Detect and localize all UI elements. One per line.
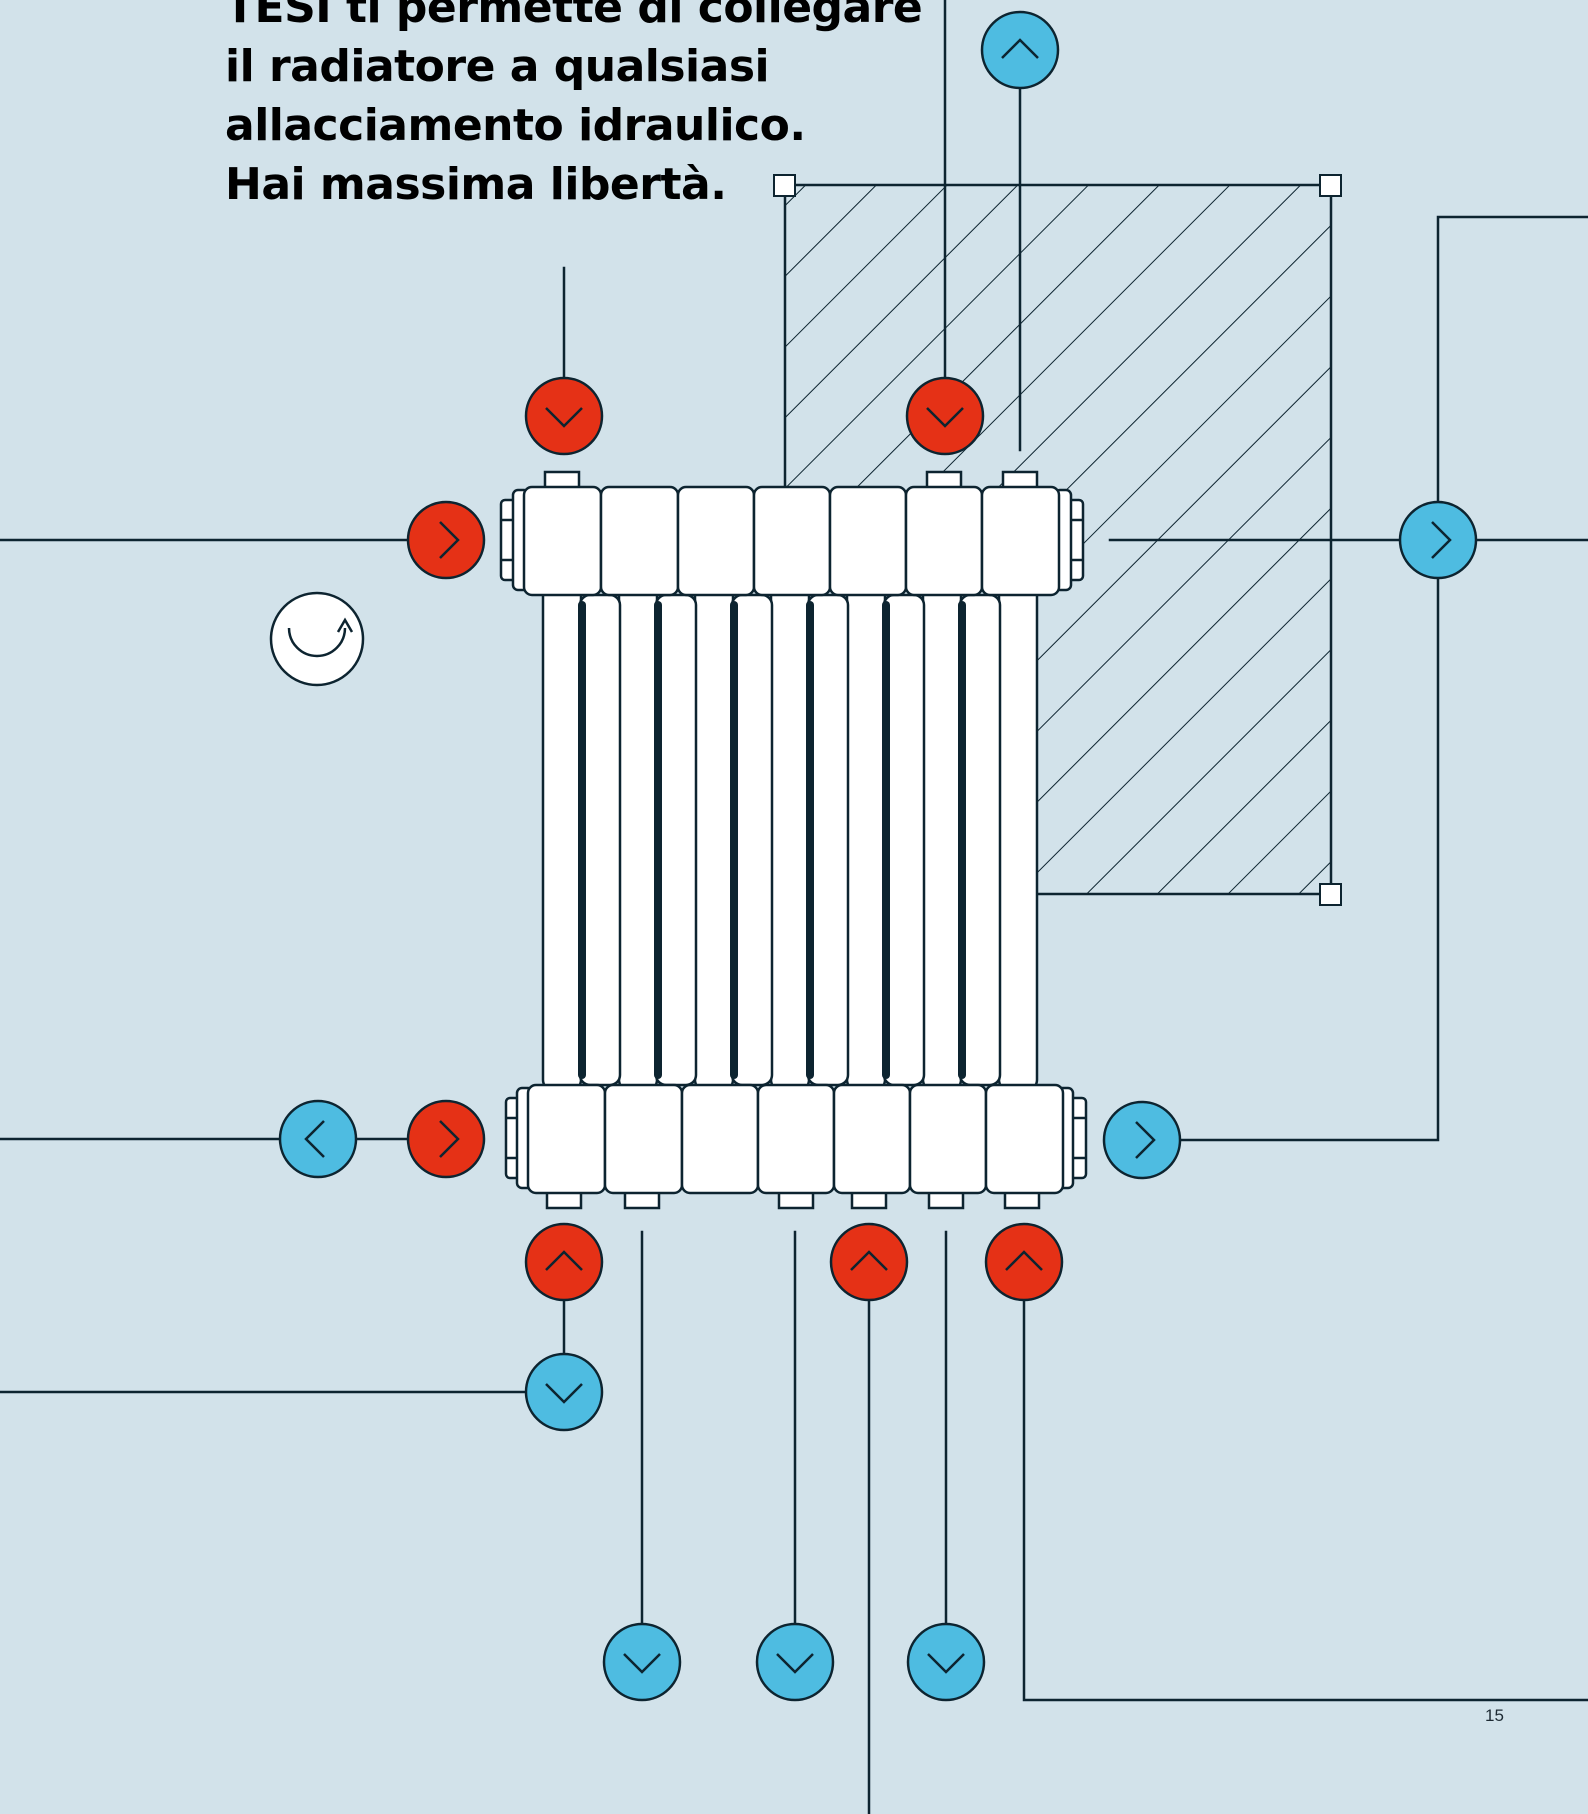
cold-connection-bottom-left[interactable] — [524, 1352, 604, 1432]
cold-connection-bottom-2[interactable] — [755, 1622, 835, 1702]
headline: TESI ti permette di collegare il radiato… — [225, 0, 923, 214]
headline-line-4: Hai massima libertà. — [225, 159, 727, 210]
wall-handle-bottom-right[interactable] — [1319, 883, 1342, 906]
headline-line-1: TESI ti permette di collegare — [225, 0, 923, 33]
radiator — [499, 470, 1088, 1210]
wall-handle-top-right[interactable] — [1319, 174, 1342, 197]
rotate-icon[interactable] — [269, 591, 365, 687]
headline-line-3: allacciamento idraulico. — [225, 100, 806, 151]
page-number: 15 — [1485, 1706, 1504, 1725]
hot-connection-bottom-center[interactable] — [829, 1222, 909, 1302]
hot-connection-bottom-left[interactable] — [524, 1222, 604, 1302]
headline-line-2: il radiatore a qualsiasi — [225, 41, 770, 92]
hot-connection-bottom-right[interactable] — [984, 1222, 1064, 1302]
cold-connection-right-top[interactable] — [1398, 500, 1478, 580]
cold-connection-bottom-3[interactable] — [906, 1622, 986, 1702]
hot-connection-top-center[interactable] — [905, 376, 985, 456]
hot-connection-left-bottom[interactable] — [406, 1099, 486, 1179]
wall-handle-top-left[interactable] — [773, 174, 796, 197]
cold-connection-right-bottom[interactable] — [1102, 1100, 1182, 1180]
cold-connection-left[interactable] — [278, 1099, 358, 1179]
hot-connection-top-left[interactable] — [524, 376, 604, 456]
cold-connection-top[interactable] — [980, 10, 1060, 90]
hot-connection-left-top[interactable] — [406, 500, 486, 580]
cold-connection-bottom-1[interactable] — [602, 1622, 682, 1702]
